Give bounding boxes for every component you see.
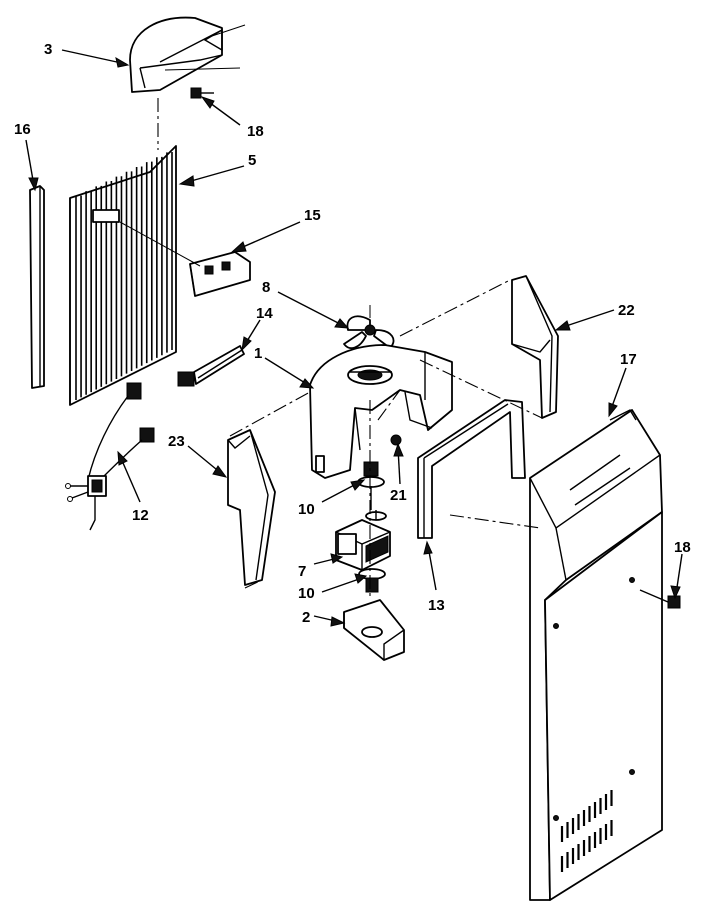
assembly-lines: [157, 98, 543, 600]
part-grommet-upper: [357, 461, 385, 510]
callout-21: 21: [390, 487, 407, 504]
callout-8: 8: [262, 279, 270, 296]
part-screw-21: [390, 434, 402, 446]
part-side-gasket-23: [227, 429, 276, 586]
part-motor-bracket: [343, 599, 405, 661]
part-grommet-lower: [358, 568, 386, 593]
callout-23: 23: [168, 433, 185, 450]
callout-12: 12: [132, 507, 149, 524]
callout-5: 5: [248, 152, 256, 169]
part-screw-lower: [639, 589, 681, 609]
callout-labels: 3 18 16 5 15 8 14 22 1 17 23 21 10 12 7 …: [14, 41, 691, 626]
part-duct-plate-22: [511, 275, 559, 419]
callout-18-upper: 18: [247, 123, 264, 140]
callout-16: 16: [14, 121, 31, 138]
part-fan-blade: [343, 305, 395, 350]
callout-10-upper: 10: [298, 501, 315, 518]
callout-3: 3: [44, 41, 52, 58]
part-u-gasket: [417, 399, 526, 539]
part-heater-rod: [177, 345, 245, 387]
callout-15: 15: [304, 207, 321, 224]
callout-14: 14: [256, 305, 273, 322]
part-rear-cover: [529, 409, 663, 901]
part-wiring-harness: [65, 382, 155, 531]
part-fan-motor: [335, 510, 391, 571]
part-bracket-15: [119, 221, 251, 297]
callout-13: 13: [428, 597, 445, 614]
callout-18-lower: 18: [674, 539, 691, 556]
callout-10-lower: 10: [298, 585, 315, 602]
part-duct-cap: [129, 16, 246, 93]
callout-22: 22: [618, 302, 635, 319]
callout-17: 17: [620, 351, 637, 368]
part-gasket-strip: [29, 185, 45, 389]
part-evaporator-panel: [69, 145, 177, 406]
callout-2: 2: [302, 609, 310, 626]
part-screw-upper: [190, 87, 214, 99]
part-fan-housing: [309, 344, 453, 479]
leader-lines: [25, 49, 683, 627]
callout-1: 1: [254, 345, 262, 362]
callout-7: 7: [298, 563, 306, 580]
